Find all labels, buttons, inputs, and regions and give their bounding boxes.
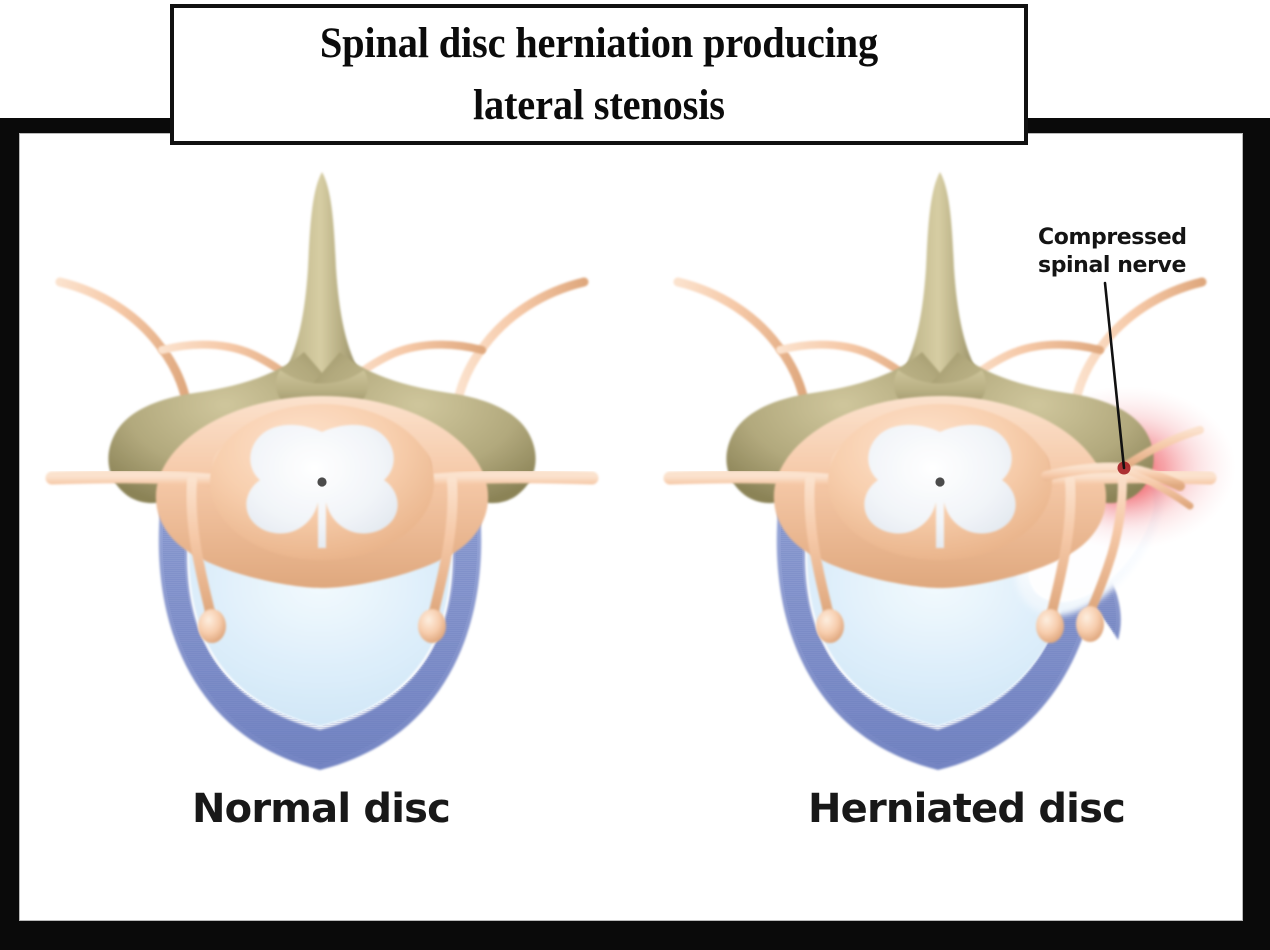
page-title: Spinal disc herniation producing lateral… [319, 20, 879, 129]
title-plate: Spinal disc herniation producing lateral… [170, 4, 1028, 145]
caption-herniated-disc: Herniated disc [808, 786, 1126, 832]
anatomy-illustration [20, 134, 1242, 920]
caption-normal-disc: Normal disc [192, 786, 451, 832]
callout-compressed-spinal-nerve: Compressed spinal nerve [1038, 225, 1187, 278]
